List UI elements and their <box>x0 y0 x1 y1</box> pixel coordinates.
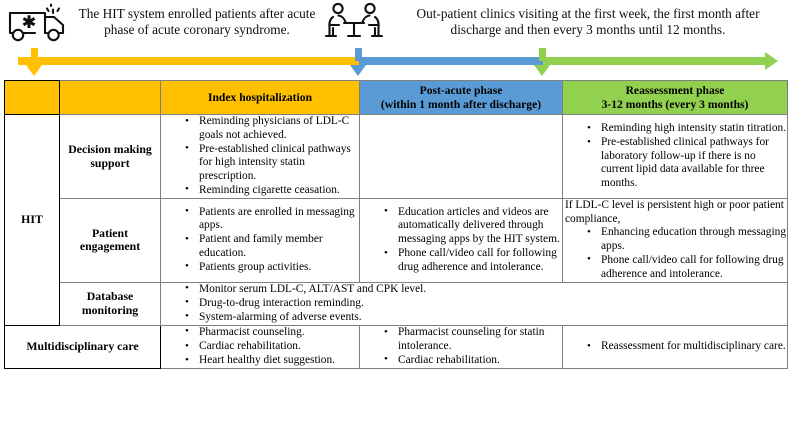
cell-multidisciplinary-postacute: Pharmacist counseling for statin intoler… <box>359 324 563 370</box>
row-label-database-line1: Database <box>86 289 134 304</box>
table-row-decision-making-support: HIT Decision making support Reminding ph… <box>4 113 788 326</box>
clinic-consultation-icon <box>324 2 384 38</box>
timeline-bar-reassessment <box>543 57 765 65</box>
header-reassessment-line2: 3-12 months (every 3 months) <box>601 97 749 111</box>
table-row-multidisciplinary-care: Multidisciplinary care Pharmacist counse… <box>4 324 788 370</box>
cell-database-all-phases: Monitor serum LDL-C, ALT/AST and CPK lev… <box>160 281 788 326</box>
row-label-database-line2: monitoring <box>81 302 139 317</box>
cell-engagement-postacute: Education articles and videos are automa… <box>359 198 563 283</box>
header-reassessment-phase: Reassessment phase 3-12 months (every 3 … <box>562 80 788 115</box>
list-item: Patients group activities. <box>185 260 359 275</box>
hit-program-table: Index hospitalization Post-acute phase (… <box>4 80 788 370</box>
cell-decision-reassessment: Reminding high intensity statin titratio… <box>562 113 788 200</box>
list-item: Monitor serum LDL-C, ALT/AST and CPK lev… <box>185 282 787 297</box>
timeline-arrow-down-blue <box>350 65 366 76</box>
timeline-stem-blue <box>355 48 362 61</box>
list-item: Patient and family member education. <box>185 233 359 260</box>
list-item: Reminding high intensity statin titratio… <box>587 122 787 136</box>
medical-star-glyph <box>22 15 36 28</box>
ambulance-icon <box>8 3 65 42</box>
cell-decision-index: Reminding physicians of LDL-C goals not … <box>160 113 360 200</box>
header-post-acute-line1: Post-acute phase <box>419 84 503 98</box>
row-label-patient-engagement: Patient engagement <box>59 198 161 283</box>
header-post-acute-line2: (within 1 month after discharge) <box>380 97 542 111</box>
cell-engagement-reassessment-lead: If LDL-C level is persistent high or poo… <box>565 199 784 225</box>
list-item: System-alarming of adverse events. <box>185 310 787 325</box>
timeline-header: The HIT system enrolled patients after a… <box>0 0 791 78</box>
header-reassessment-line1: Reassessment phase <box>625 84 725 98</box>
list-item: Phone call/video call for following drug… <box>587 253 787 281</box>
cell-decision-postacute-empty <box>359 113 563 200</box>
timeline-bar-post-acute <box>359 57 543 65</box>
cell-multidisciplinary-reassessment: Reassessment for multidisciplinary care. <box>562 324 788 370</box>
header-category-blank <box>4 80 60 115</box>
cell-multidisciplinary-index: Pharmacist counseling. Cardiac rehabilit… <box>160 324 360 370</box>
table-header-row: Index hospitalization Post-acute phase (… <box>4 80 788 115</box>
row-label-engagement-line2: engagement <box>79 239 141 254</box>
list-item: Pharmacist counseling. <box>185 325 359 340</box>
row-label-engagement-line1: Patient <box>91 225 129 240</box>
list-item: Education articles and videos are automa… <box>384 205 562 247</box>
list-item: Phone call/video call for following drug… <box>384 247 562 274</box>
table-row-database-monitoring: Database monitoring Monitor serum LDL-C,… <box>5 281 788 326</box>
header-post-acute-phase: Post-acute phase (within 1 month after d… <box>359 80 563 115</box>
list-item: Reminding physicians of LDL-C goals not … <box>185 114 359 142</box>
list-item: Cardiac rehabilitation. <box>384 353 562 368</box>
timeline-caption-left: The HIT system enrolled patients after a… <box>78 6 316 37</box>
header-index-hospitalization: Index hospitalization <box>160 80 360 115</box>
row-label-decision-line1: Decision making <box>68 142 152 157</box>
list-item: Pharmacist counseling for statin intoler… <box>384 326 562 353</box>
group-label-hit: HIT <box>4 114 60 326</box>
list-item: Pre-established clinical pathways for hi… <box>185 142 359 184</box>
timeline-bar-index-hospitalization <box>18 57 359 65</box>
row-label-multidisciplinary-care: Multidisciplinary care <box>4 324 161 370</box>
list-item: Reassessment for multidisciplinary care. <box>587 340 787 354</box>
row-label-database-monitoring: Database monitoring <box>59 281 161 326</box>
row-label-decision-line2: support <box>90 155 130 170</box>
cell-engagement-index: Patients are enrolled in messaging apps.… <box>160 198 360 283</box>
timeline-arrow-down-green <box>534 65 550 76</box>
list-item: Reminding cigarette ceasation. <box>185 183 359 198</box>
list-item: Heart healthy diet suggestion. <box>185 354 359 368</box>
header-subcategory-blank <box>59 80 161 115</box>
cell-engagement-reassessment: If LDL-C level is persistent high or poo… <box>562 198 788 283</box>
list-item: Cardiac rehabilitation. <box>185 340 359 354</box>
timeline-stem-green <box>539 48 546 61</box>
timeline-arrow-down-yellow <box>26 65 42 76</box>
list-item: Pre-established clinical pathways for la… <box>587 136 787 190</box>
timeline-stem-yellow <box>31 48 38 61</box>
row-label-decision-making-support: Decision making support <box>59 113 161 200</box>
list-item: Patients are enrolled in messaging apps. <box>185 205 359 233</box>
list-item: Drug-to-drug interaction reminding. <box>185 296 787 311</box>
timeline-caption-right: Out-patient clinics visiting at the firs… <box>416 6 760 37</box>
timeline-arrow-right-green <box>765 52 778 70</box>
table-row-patient-engagement: Patient engagement Patients are enrolled… <box>5 198 788 283</box>
list-item: Enhancing education through messaging ap… <box>587 226 787 253</box>
